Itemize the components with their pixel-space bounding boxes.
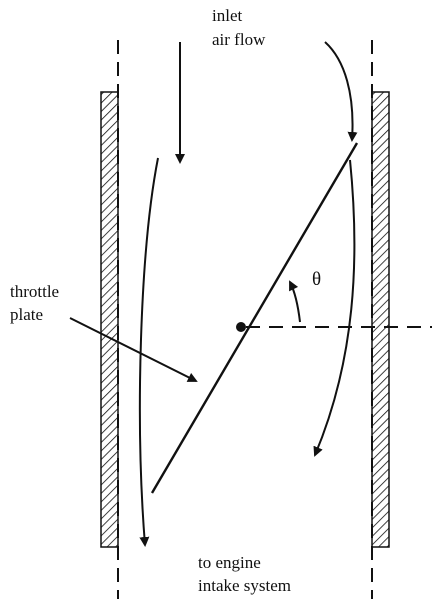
angle-arc-arrow [289,280,301,323]
left-wall [100,91,119,548]
inlet-label-line1: inlet [212,6,243,25]
angle-theta-label: θ [312,269,322,290]
right-wall [371,91,390,548]
inlet-label-line2: air flow [212,30,266,49]
throttle-pivot [236,322,246,332]
throttle-label-pointer [69,317,198,382]
throttle-plate [150,142,359,494]
throttle-label-line1: throttle [10,282,60,301]
right-top-flow-arrow [324,41,358,142]
outlet-label-line2: intake system [198,576,292,595]
throttle-label-line2: plate [10,305,44,324]
left-flow-arrow [138,157,159,547]
right-bottom-flow-arrow [313,159,356,457]
outlet-label-line1: to engine [198,553,261,572]
